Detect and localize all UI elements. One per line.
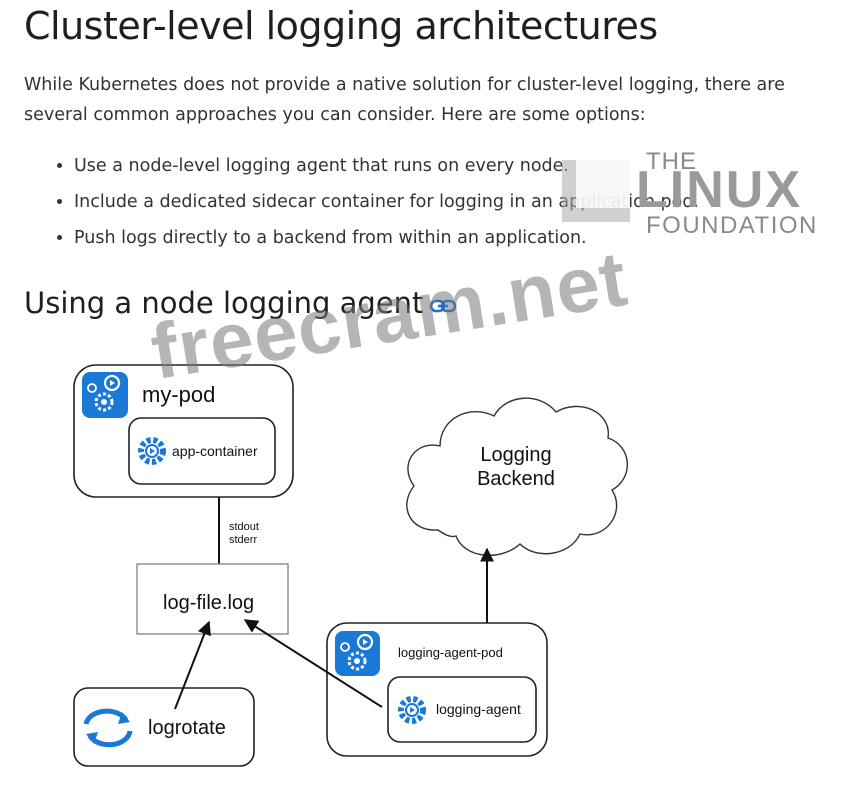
link-icon[interactable] bbox=[429, 288, 457, 322]
kubernetes-pod-icon bbox=[335, 631, 380, 676]
logrotate-arrow bbox=[174, 620, 211, 710]
logrotate-label: logrotate bbox=[148, 717, 226, 739]
log-file-label: log-file.log bbox=[163, 592, 254, 614]
kubernetes-pod-icon bbox=[82, 372, 128, 418]
pod-label: my-pod bbox=[142, 382, 215, 407]
log-file-box: log-file.log bbox=[136, 563, 289, 635]
list-item: Include a dedicated sidecar container fo… bbox=[74, 184, 699, 220]
logo-text-linux: LINUX bbox=[636, 161, 802, 219]
logo-text-foundation: FOUNDATION bbox=[646, 212, 818, 239]
list-item: Push logs directly to a backend from wit… bbox=[74, 220, 699, 256]
stderr-label: stderr bbox=[229, 534, 257, 546]
rotate-arrows-icon bbox=[83, 708, 133, 748]
backend-label-line1: Logging bbox=[480, 444, 551, 466]
stdout-label: stdout bbox=[229, 521, 259, 533]
container-gear-icon bbox=[138, 437, 166, 465]
logrotate-box: logrotate bbox=[73, 687, 255, 767]
options-list: Use a node-level logging agent that runs… bbox=[50, 148, 699, 256]
agent-label: logging-agent bbox=[436, 701, 521, 717]
page-title: Cluster-level logging architectures bbox=[24, 4, 658, 48]
linux-foundation-logo: THE LINUX FOUNDATION bbox=[562, 148, 841, 240]
logging-backend-cloud: Logging Backend bbox=[406, 397, 628, 556]
app-container-label: app-container bbox=[172, 443, 258, 459]
section-heading: Using a node logging agent bbox=[24, 286, 457, 322]
list-item: Use a node-level logging agent that runs… bbox=[74, 148, 699, 184]
agent-read-arrow bbox=[243, 619, 383, 708]
section-heading-text: Using a node logging agent bbox=[24, 286, 424, 320]
container-gear-icon bbox=[398, 696, 426, 724]
logging-agent-box: logging-agent bbox=[387, 676, 537, 743]
backend-label-line2: Backend bbox=[477, 468, 555, 490]
logo-bracket-icon bbox=[562, 160, 630, 222]
agent-pod-label: logging-agent-pod bbox=[398, 645, 503, 660]
intro-paragraph: While Kubernetes does not provide a nati… bbox=[24, 75, 785, 125]
logo-text-the: THE bbox=[646, 148, 697, 175]
app-container-box: app-container bbox=[128, 417, 276, 485]
